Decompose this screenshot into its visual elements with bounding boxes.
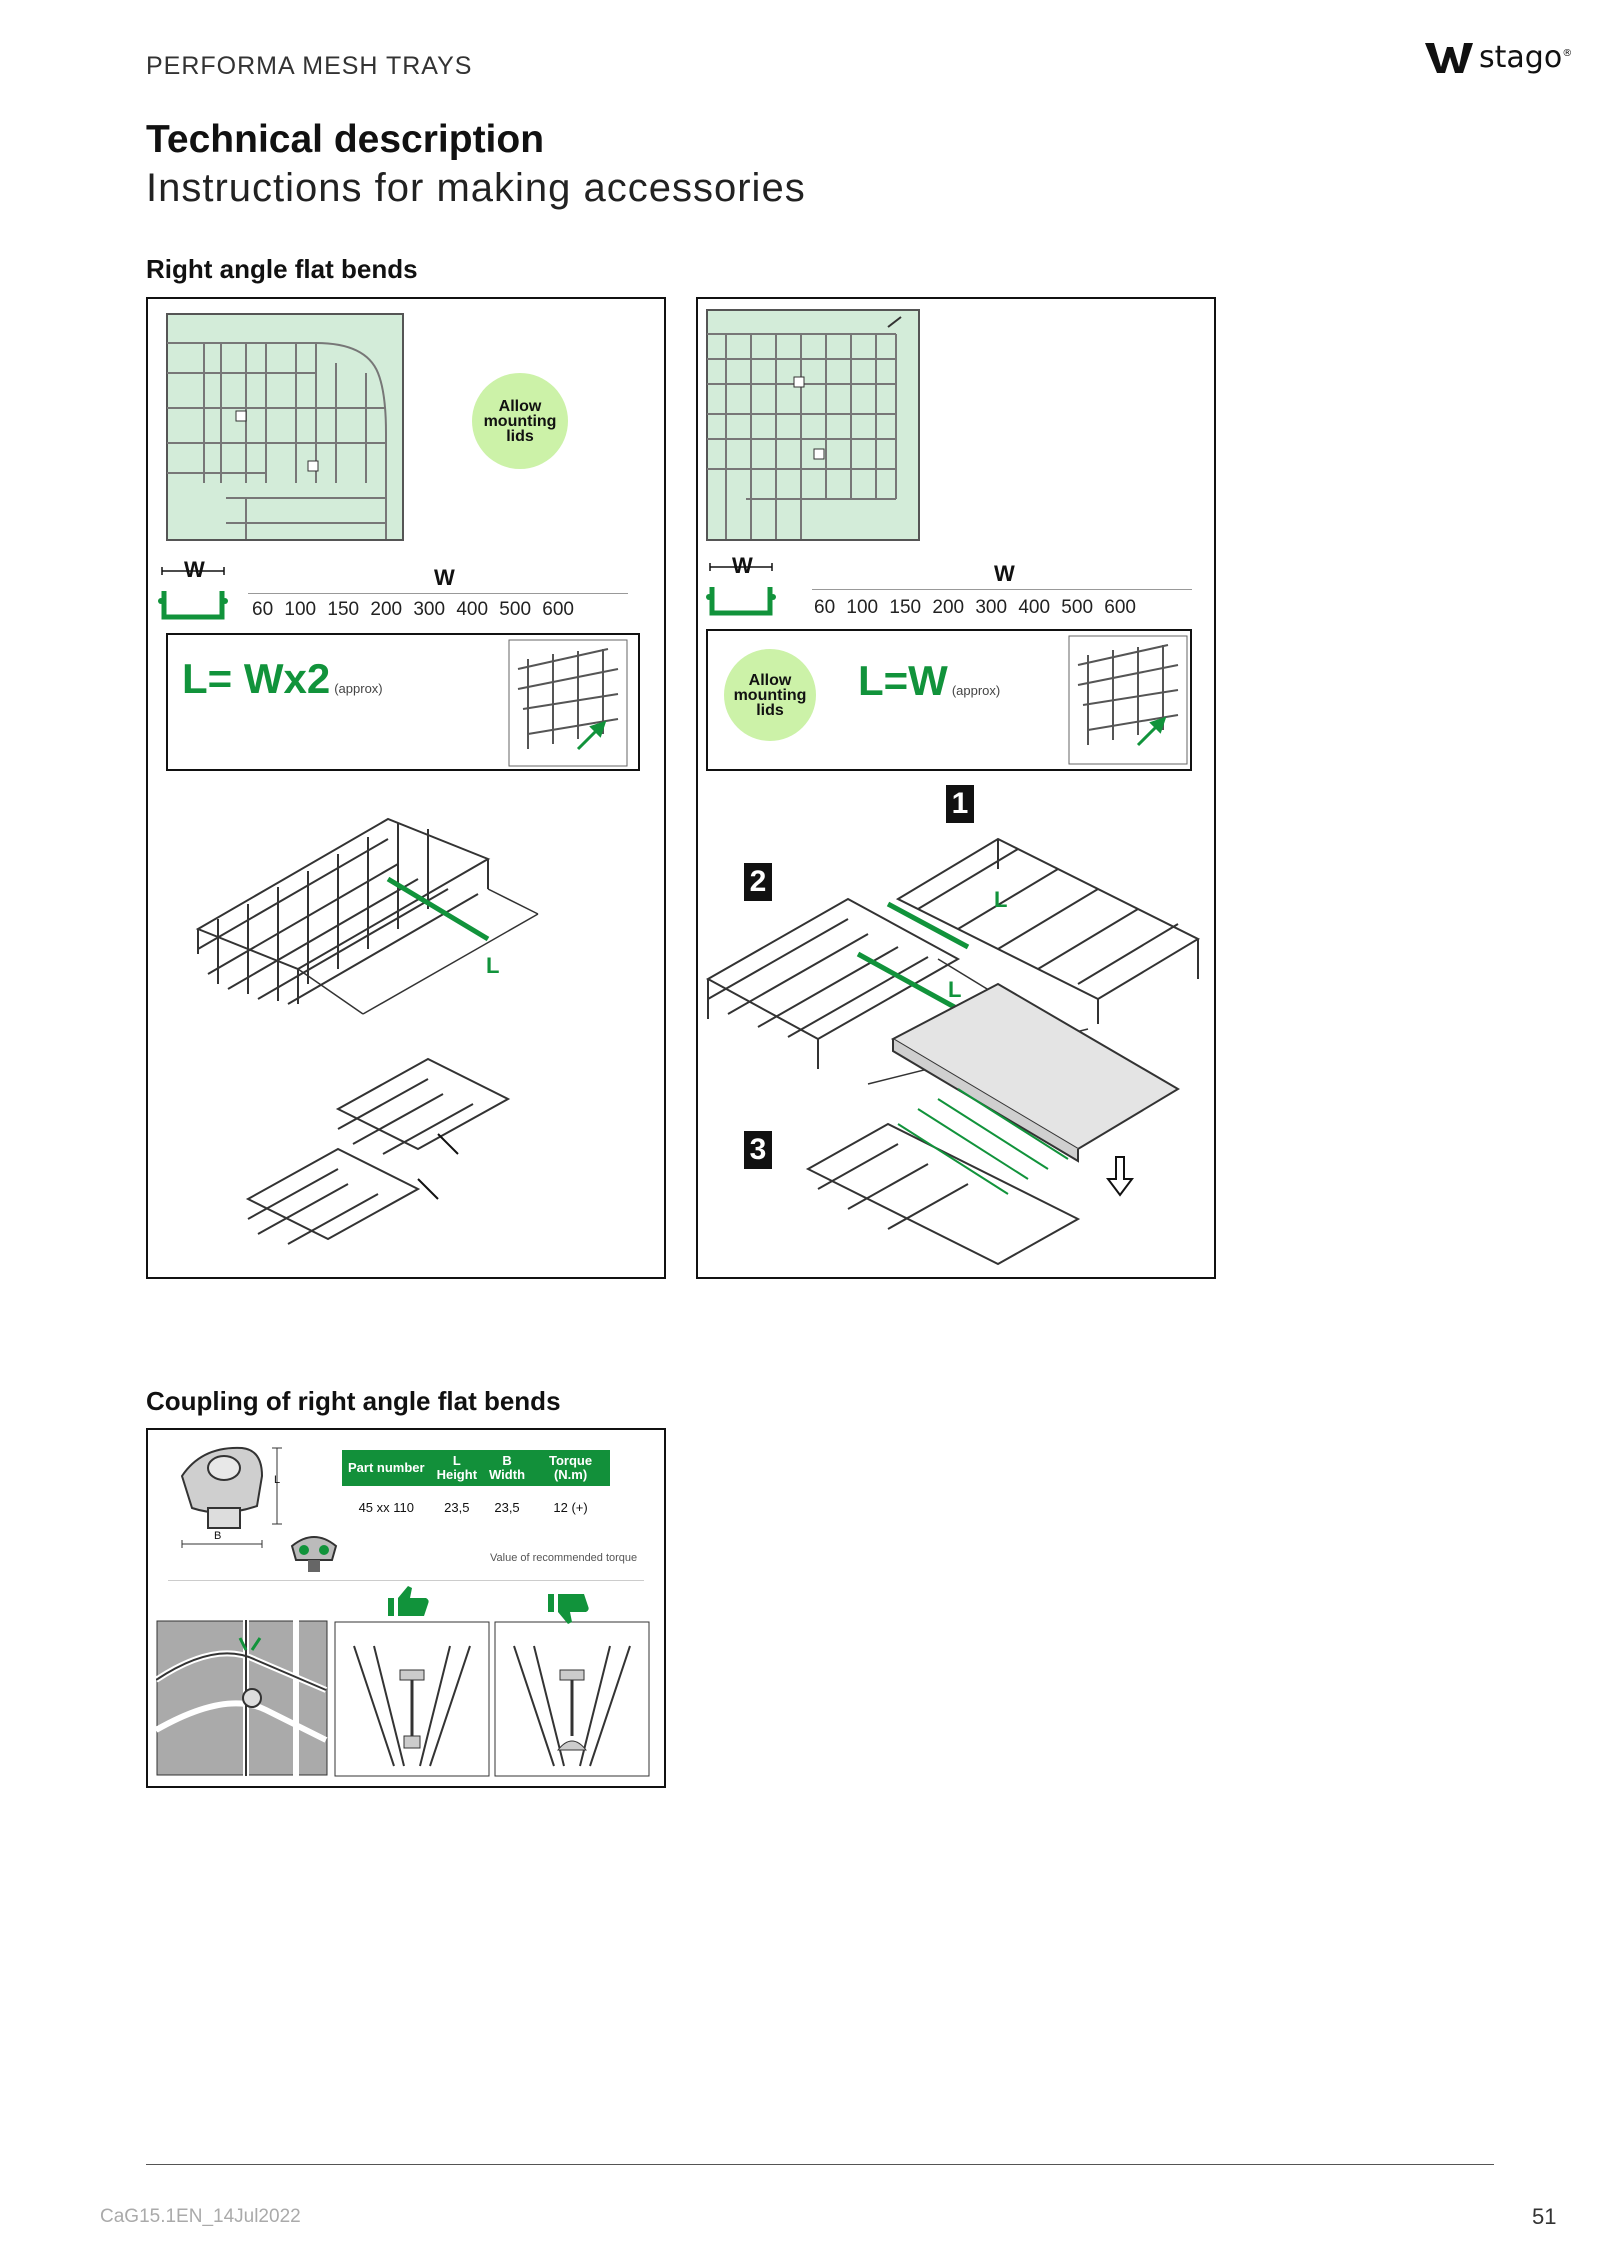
left-formula-box: L= Wx2(approx): [166, 633, 640, 771]
cut-detail-drawing: [508, 639, 628, 767]
footer-rule: [146, 2164, 1494, 2165]
table-row: 45 xx 110 23,5 23,5 12 (+): [358, 1500, 588, 1515]
torque-note: Value of recommended torque: [490, 1552, 638, 1564]
right-cut-detail-drawing: [1068, 635, 1188, 765]
coupler-section-drawing: [290, 1536, 338, 1572]
col-part-number: Part number: [342, 1450, 431, 1486]
step-number-3: 3: [744, 1131, 772, 1169]
document-code: CaG15.1EN_14Jul2022: [100, 2206, 301, 2227]
right-tray-assembly-drawing: [705, 837, 1201, 1266]
w-values-list: 60 100 150 200 300 400 500 600: [252, 599, 574, 620]
right-dimension-l-upper: L: [994, 887, 1008, 912]
coupler-installed-photo: [156, 1620, 328, 1776]
coupler-part-drawing: [180, 1446, 282, 1548]
brand-logo: stago®: [1425, 40, 1572, 75]
thumbs-up-icon: [388, 1586, 429, 1616]
page-number: 51: [1532, 2204, 1557, 2229]
right-length-formula: L=W(approx): [858, 657, 1001, 704]
correct-installation-drawing: [334, 1586, 490, 1777]
w-dimension-label: W: [184, 557, 205, 582]
page-subtitle: Instructions for making accessories: [146, 166, 806, 210]
w-header-rule: [248, 593, 628, 594]
left-dimension-l: L: [486, 953, 500, 978]
coupler-dim-l: L: [274, 1474, 281, 1486]
tray-profile-icon: [158, 567, 228, 620]
right-plan-view-drawing: [706, 309, 920, 541]
coupler-dim-b: B: [214, 1530, 222, 1542]
left-plan-view-drawing: [166, 313, 404, 541]
right-tray-profile-icon: [706, 563, 776, 616]
left-tray-perspective-drawing: [195, 817, 539, 1245]
col-torque: Torque(N.m): [531, 1450, 611, 1486]
series-title: PERFORMA MESH TRAYS: [146, 52, 473, 80]
w-values-header: W: [434, 565, 455, 590]
coupling-divider: [168, 1580, 644, 1581]
page-title: Technical description: [146, 118, 545, 161]
section-heading-coupling: Coupling of right angle flat bends: [146, 1386, 561, 1416]
right-w-values-list: 60 100 150 200 300 400 500 600: [814, 597, 1136, 618]
length-formula: L= Wx2(approx): [182, 655, 383, 702]
brand-name: stago®: [1479, 40, 1573, 75]
right-w-values-header: W: [994, 561, 1015, 586]
section-heading-right-angle-bends: Right angle flat bends: [146, 254, 418, 284]
incorrect-installation-drawing: [494, 1594, 650, 1777]
step-number-2: 2: [744, 863, 772, 901]
thumbs-down-icon: [548, 1594, 589, 1624]
step-number-1: 1: [946, 785, 974, 823]
stago-logo-icon: [1425, 42, 1473, 73]
right-w-dimension-label: W: [732, 553, 753, 578]
right-w-header-rule: [812, 589, 1192, 590]
right-dimension-l-lower: L: [948, 977, 962, 1002]
right-bend-panel: W W 60 100 150 200 300 400 500 600 Allow…: [696, 297, 1216, 1279]
